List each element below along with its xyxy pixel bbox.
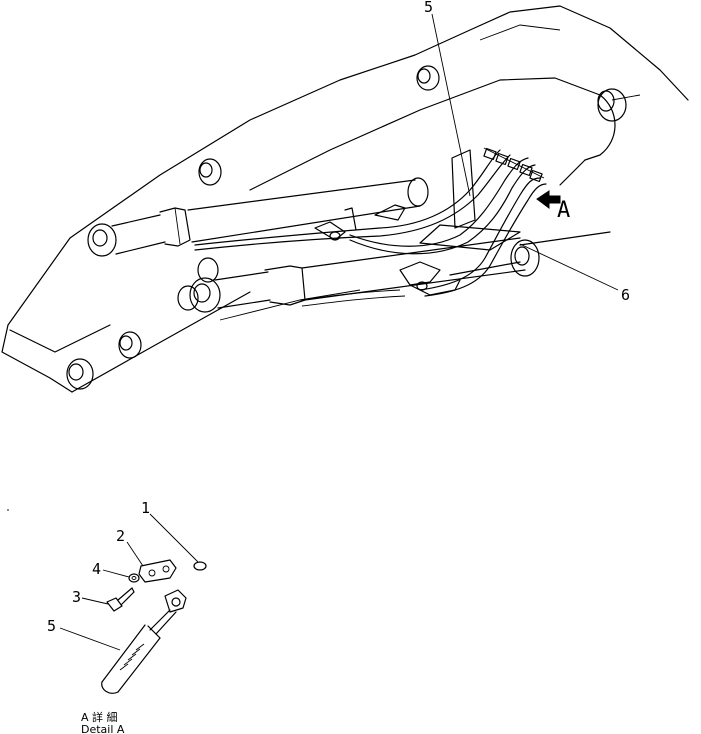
callout-5-main: 5 [424, 0, 434, 16]
washer [128, 573, 140, 583]
hose-fittings [483, 147, 545, 183]
detail-a-drawing [101, 559, 207, 694]
view-arrow-a [536, 190, 561, 209]
callout-1: 1 [141, 499, 151, 517]
leader-lines-detail [59, 513, 199, 651]
detail-caption-en: Detail A [81, 722, 125, 734]
leader-lines-main [431, 13, 619, 291]
detail-caption-jp: A 詳 細 [81, 711, 118, 724]
callout-view-a: A [557, 198, 571, 223]
boom-body [1, 5, 689, 393]
hose [101, 589, 187, 694]
callout-4: 4 [92, 560, 102, 578]
hose-clamps [314, 204, 461, 296]
callout-2: 2 [116, 527, 126, 545]
callout-6: 6 [621, 286, 631, 304]
boom-pin-bosses [66, 65, 627, 390]
split-flange [138, 559, 177, 583]
lower-cylinder [189, 237, 540, 313]
callout-5-detail: 5 [47, 617, 57, 635]
detail-caption: A 詳 細 Detail A [81, 712, 124, 734]
bolt [106, 587, 135, 612]
callout-3: 3 [72, 588, 82, 606]
hose-bundle [194, 149, 547, 307]
o-ring [193, 561, 207, 571]
